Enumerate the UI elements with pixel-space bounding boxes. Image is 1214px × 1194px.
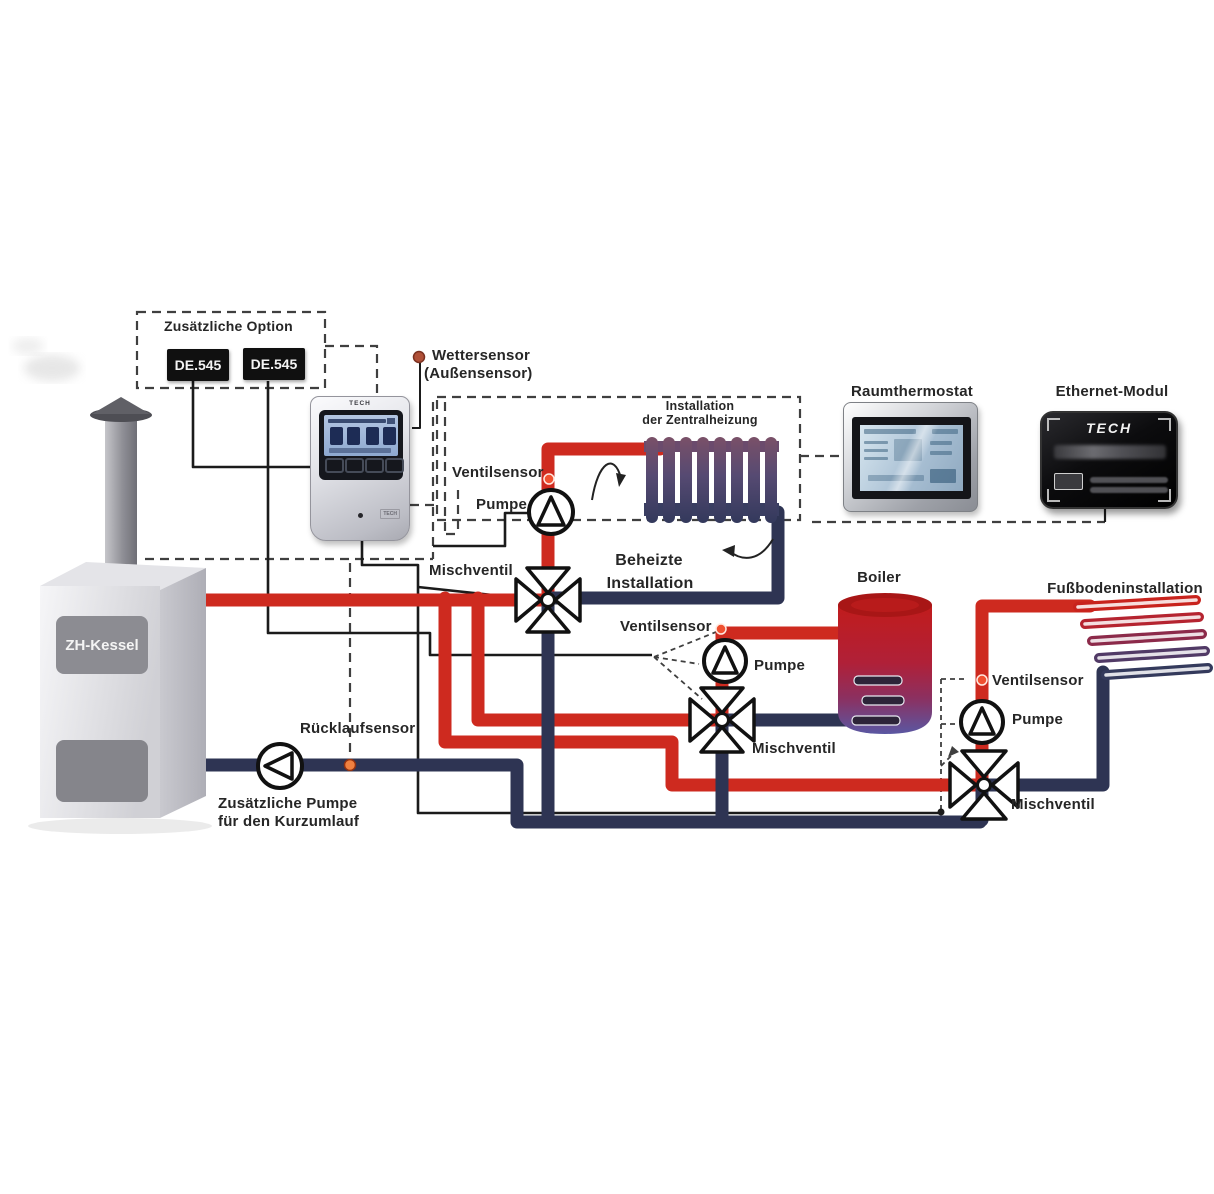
controller-led bbox=[358, 513, 363, 518]
mixing-valve-icon-circuit1 bbox=[514, 566, 582, 634]
mixing-valve-icon-circuit2 bbox=[688, 686, 756, 754]
ethernet-small-label bbox=[1054, 473, 1083, 490]
controller-button bbox=[345, 458, 364, 473]
short-circuit-pump-label-line2: für den Kurzumlauf bbox=[218, 813, 360, 830]
boiler-side-face bbox=[160, 568, 206, 818]
return-sensor-label: Rücklaufsensor bbox=[300, 720, 416, 737]
short-circuit-pump-label-line1: Zusätzliche Pumpe bbox=[218, 795, 358, 812]
boiler-tank bbox=[838, 593, 932, 734]
thermostat-bezel bbox=[852, 417, 971, 499]
controller-logo: TECH bbox=[380, 509, 400, 519]
return-sensor-dot bbox=[343, 758, 357, 772]
weather-sensor-dot bbox=[412, 350, 426, 364]
ethernet-module-label: Ethernet-Modul bbox=[1055, 383, 1169, 400]
central-heating-label-line2: der Zentralheizung bbox=[642, 413, 758, 427]
wire-de545-2 bbox=[266, 381, 652, 657]
de545-module-2: DE.545 bbox=[243, 348, 305, 380]
valve-sensor-label-2: Ventilsensor bbox=[620, 618, 712, 635]
mixing-valve-label-2: Mischventil bbox=[752, 740, 836, 757]
room-thermostat-label: Raumthermostat bbox=[851, 383, 973, 400]
weather-sensor-label-line1: Wettersensor bbox=[432, 347, 530, 364]
valve-sensor-label-1: Ventilsensor bbox=[452, 464, 544, 481]
pump-label-2: Pumpe bbox=[754, 657, 806, 674]
boiler-top-face bbox=[40, 562, 206, 590]
thermostat-screen bbox=[860, 425, 963, 491]
pump-icon-short-circuit bbox=[256, 742, 304, 790]
controller-lcd bbox=[324, 415, 398, 456]
boiler-name-panel bbox=[56, 616, 148, 674]
floor-heating-loops bbox=[1073, 595, 1213, 680]
boiler-label: Boiler bbox=[857, 569, 901, 586]
ethernet-module-device: TECH bbox=[1040, 411, 1178, 509]
floor-installation-label: Fußbodeninstallation bbox=[1047, 580, 1203, 597]
controller-screen-bezel bbox=[319, 410, 404, 480]
valve-sensor-dot-3 bbox=[976, 674, 988, 686]
tank-coil bbox=[851, 675, 905, 726]
de545-label: DE.545 bbox=[250, 356, 298, 372]
room-thermostat-device bbox=[843, 402, 978, 512]
pump-label-1: Pumpe bbox=[476, 496, 528, 513]
pumps bbox=[256, 488, 1005, 790]
additional-option-label: Zusätzliche Option bbox=[164, 318, 293, 334]
zh-boiler-label: ZH-Kessel bbox=[65, 636, 139, 654]
wire-junction-dot bbox=[937, 808, 945, 816]
wire-circuit3 bbox=[360, 540, 941, 815]
controller-button bbox=[325, 458, 344, 473]
radiator bbox=[644, 437, 779, 523]
controller-button bbox=[385, 458, 404, 473]
boiler-controller: TECH TECH bbox=[310, 396, 410, 541]
mixing-valve-label-1: Mischventil bbox=[429, 562, 513, 579]
pump-icon-circuit1 bbox=[527, 488, 575, 536]
mixing-valve-icon-circuit3 bbox=[948, 749, 1020, 821]
controller-brand: TECH bbox=[349, 400, 371, 407]
wire-pump1 bbox=[433, 511, 528, 548]
additional-option-box bbox=[135, 310, 327, 390]
heated-installation-label-line2: Installation bbox=[606, 575, 694, 592]
zh-boiler bbox=[12, 338, 212, 834]
pump-icon-circuit3 bbox=[959, 699, 1005, 745]
valve-sensor-dot-1 bbox=[543, 473, 555, 485]
heated-installation-label-line1: Beheizte bbox=[615, 552, 683, 569]
weather-sensor-label-line2: (Außensensor) bbox=[424, 365, 533, 382]
wire-weather-sensor bbox=[412, 363, 421, 429]
boiler-door-panel bbox=[56, 740, 148, 802]
valve-sensor-label-3: Ventilsensor bbox=[992, 672, 1084, 689]
pump-icon-circuit2 bbox=[702, 638, 748, 684]
mixing-valve-label-3: Mischventil bbox=[1011, 796, 1095, 813]
ethernet-brand: TECH bbox=[1085, 420, 1133, 436]
de545-label: DE.545 bbox=[174, 357, 222, 373]
dashed-arrowhead bbox=[948, 746, 959, 757]
valve-sensor-dot-2 bbox=[715, 623, 727, 635]
central-heating-box bbox=[435, 395, 802, 522]
de545-module-1: DE.545 bbox=[167, 349, 229, 381]
chimney bbox=[105, 416, 137, 576]
smoke bbox=[24, 355, 80, 381]
ethernet-blurred-text bbox=[1054, 445, 1166, 459]
wire-de545-1 bbox=[191, 381, 347, 469]
flow-arrows bbox=[591, 462, 774, 559]
pump-label-3: Pumpe bbox=[1012, 711, 1064, 728]
central-heating-label-line1: Installation bbox=[665, 399, 735, 413]
mixing-valves bbox=[514, 566, 1020, 821]
sensor-dots bbox=[343, 350, 988, 772]
controller-button bbox=[365, 458, 384, 473]
